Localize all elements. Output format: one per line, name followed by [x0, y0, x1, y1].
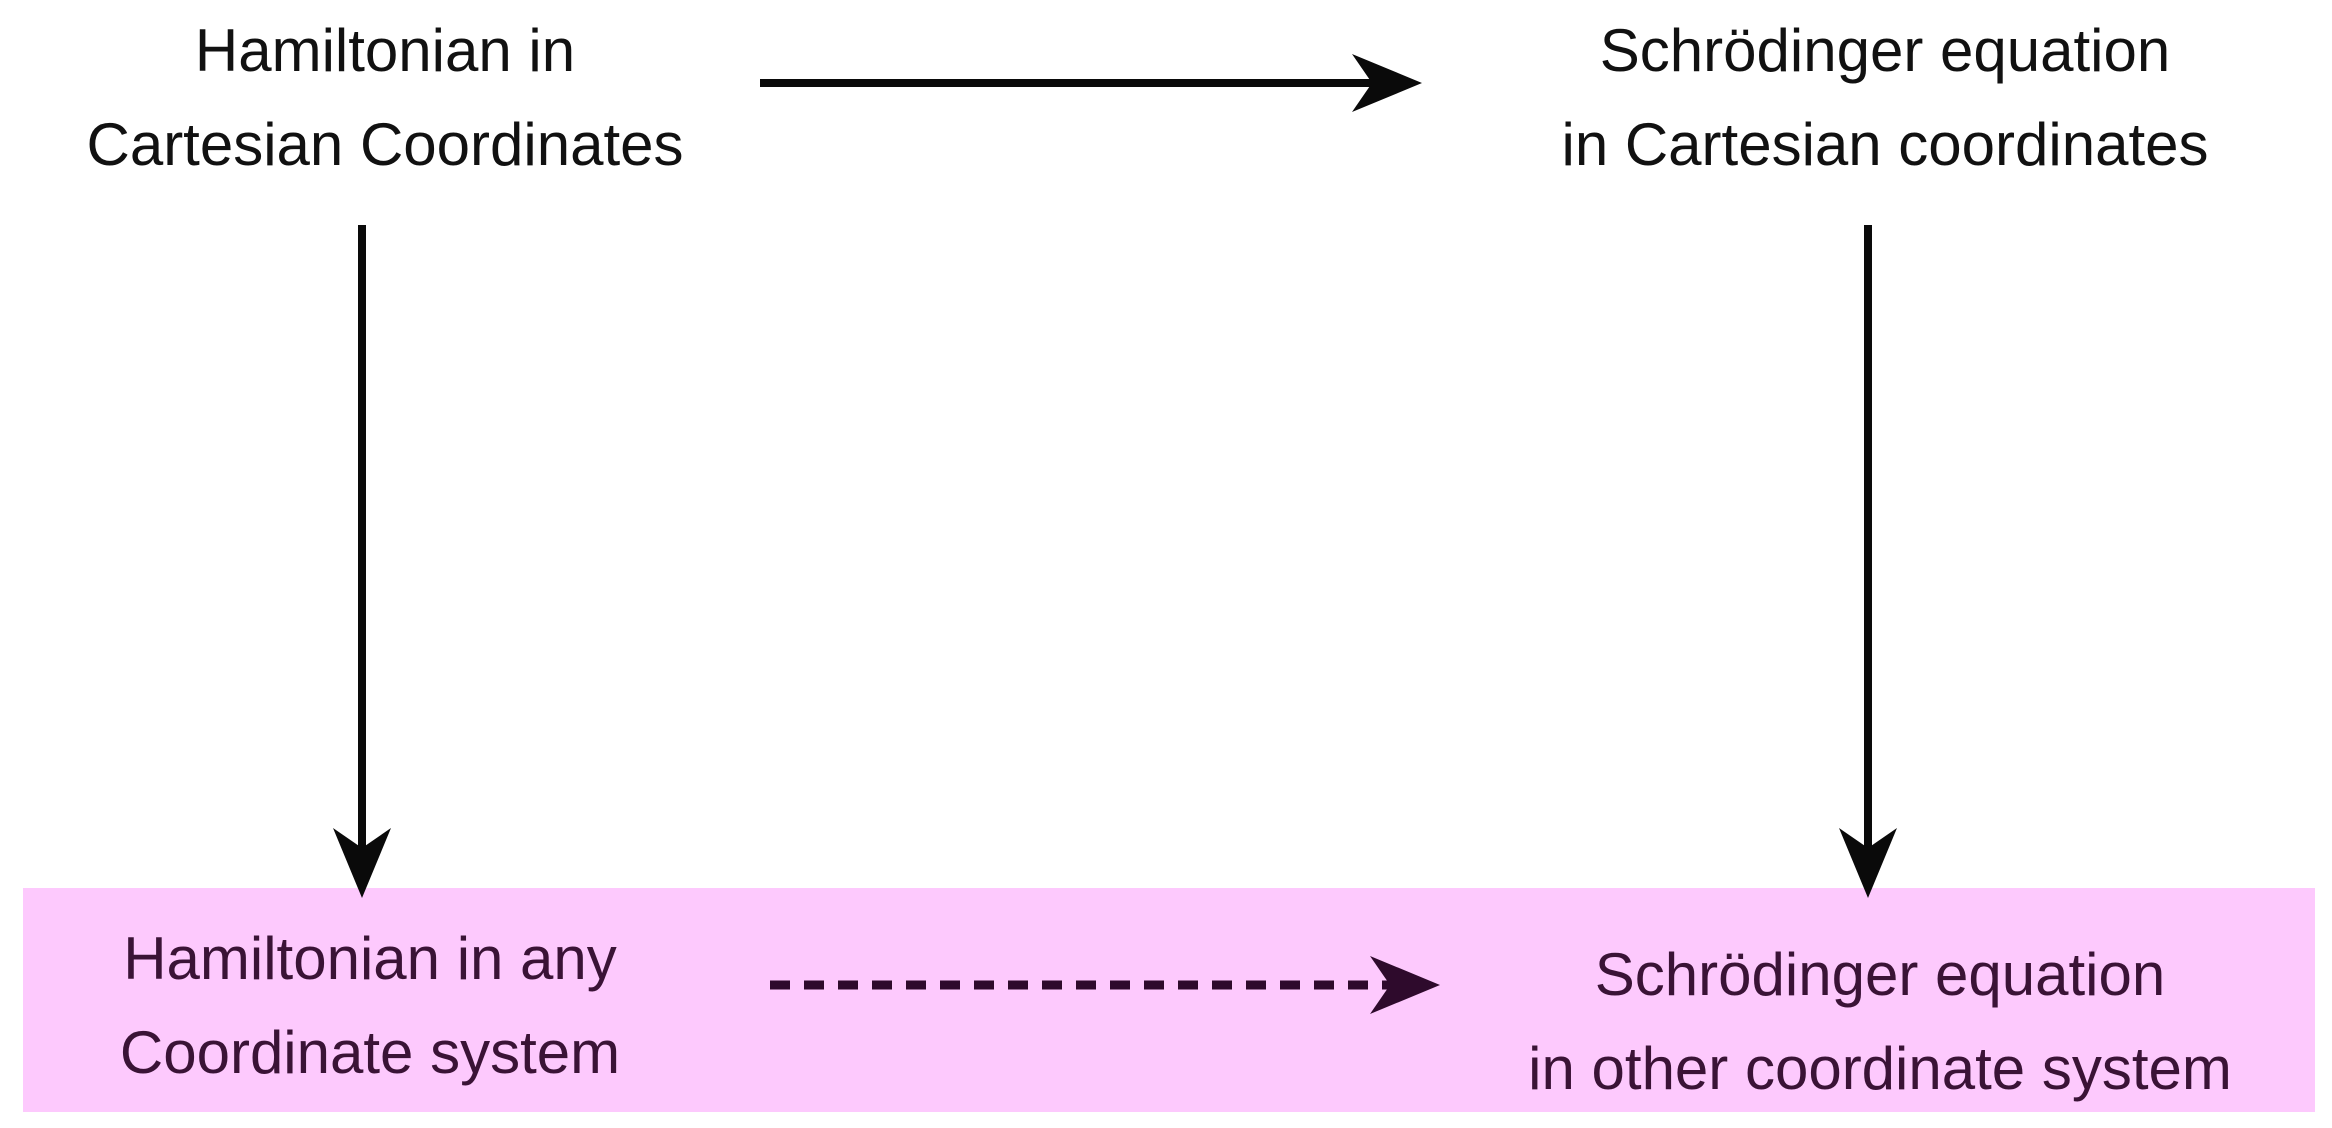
arrow-top-horizontal	[760, 54, 1422, 112]
arrow-right-vertical	[1839, 225, 1897, 898]
node-hamiltonian-any-coordinates: Hamiltonian in any Coordinate system	[30, 912, 710, 1100]
node-label-line: Cartesian Coordinates	[86, 111, 684, 178]
node-schrodinger-cartesian: Schrödinger equation in Cartesian coordi…	[1490, 4, 2280, 192]
arrow-bottom-dashed	[770, 956, 1440, 1014]
node-label-line: Schrödinger equation	[1594, 941, 2166, 1008]
node-label-line: Hamiltonian in	[194, 17, 576, 84]
node-label-line: Schrödinger equation	[1599, 17, 2171, 84]
node-label-line: Coordinate system	[119, 1019, 621, 1086]
node-schrodinger-other-coordinates: Schrödinger equation in other coordinate…	[1440, 928, 2320, 1116]
highlight-band	[23, 888, 2315, 1112]
node-label-line: Hamiltonian in any	[123, 925, 617, 992]
arrow-left-vertical	[333, 225, 391, 898]
node-hamiltonian-cartesian: Hamiltonian in Cartesian Coordinates	[40, 4, 730, 192]
node-label-line: in Cartesian coordinates	[1561, 111, 2209, 178]
node-label-line: in other coordinate system	[1528, 1035, 2232, 1102]
